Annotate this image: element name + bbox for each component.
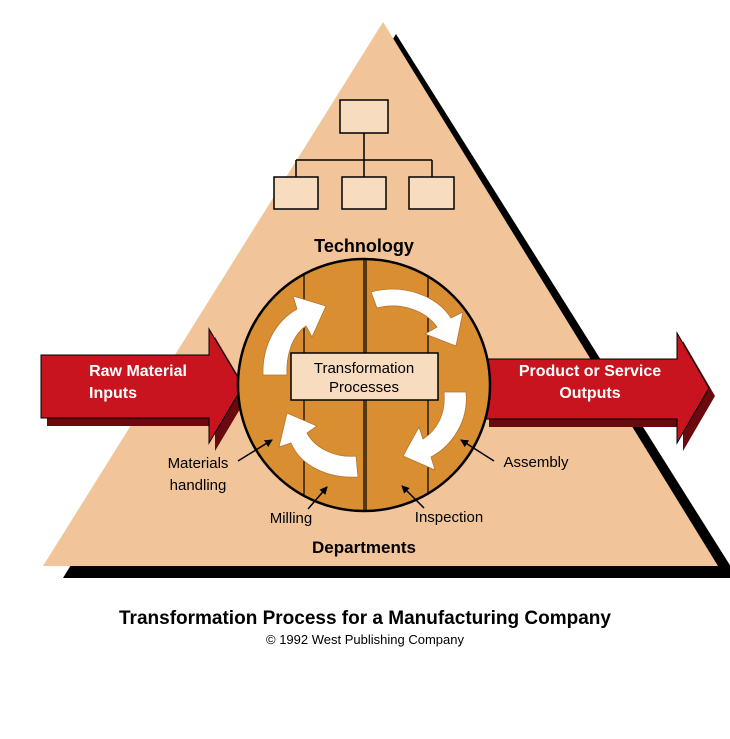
inspection-label: Inspection [415, 509, 483, 526]
technology-label: Technology [314, 236, 414, 256]
milling-label: Milling [270, 510, 313, 527]
assembly-pointer [460, 439, 495, 462]
org-chart [273, 99, 455, 210]
cycle-arrow-bottom-right [402, 391, 467, 471]
transformation-box-line1: Transformation [314, 360, 414, 377]
department-pointers [237, 439, 495, 510]
org-chart-box [273, 176, 319, 210]
output-arrow-line2: Outputs [559, 385, 620, 402]
transformation-box-line2: Processes [329, 379, 399, 396]
assembly-label: Assembly [503, 454, 569, 471]
cycle-arrow-top-left [262, 295, 327, 376]
product-outputs-arrow: Product or Service Outputs [482, 331, 715, 451]
input-arrow-line1: Raw Material [89, 363, 187, 380]
output-arrow-line1: Product or Service [519, 363, 661, 380]
caption-title: Transformation Process for a Manufacturi… [119, 608, 611, 629]
departments-label: Departments [312, 538, 416, 557]
inspection-pointer [401, 485, 425, 509]
caption-copyright: © 1992 West Publishing Company [266, 632, 464, 647]
org-chart-box [408, 176, 455, 210]
org-chart-box [341, 176, 387, 210]
transformation-box [290, 352, 439, 401]
org-chart-top-box [339, 99, 389, 134]
cycle-arrow-top-right [370, 288, 464, 347]
cycle-arrows [262, 288, 467, 478]
cycle-arrow-bottom-left [278, 412, 359, 478]
milling-pointer [307, 486, 328, 510]
raw-material-inputs-arrow: Raw Material Inputs [40, 327, 249, 451]
department-labels: Materials handling Milling Inspection As… [168, 454, 569, 527]
input-arrow-line2: Inputs [89, 385, 137, 402]
materials-handling-pointer [237, 439, 273, 462]
materials-handling-line2: handling [170, 477, 227, 494]
materials-handling-line1: Materials [168, 455, 229, 472]
